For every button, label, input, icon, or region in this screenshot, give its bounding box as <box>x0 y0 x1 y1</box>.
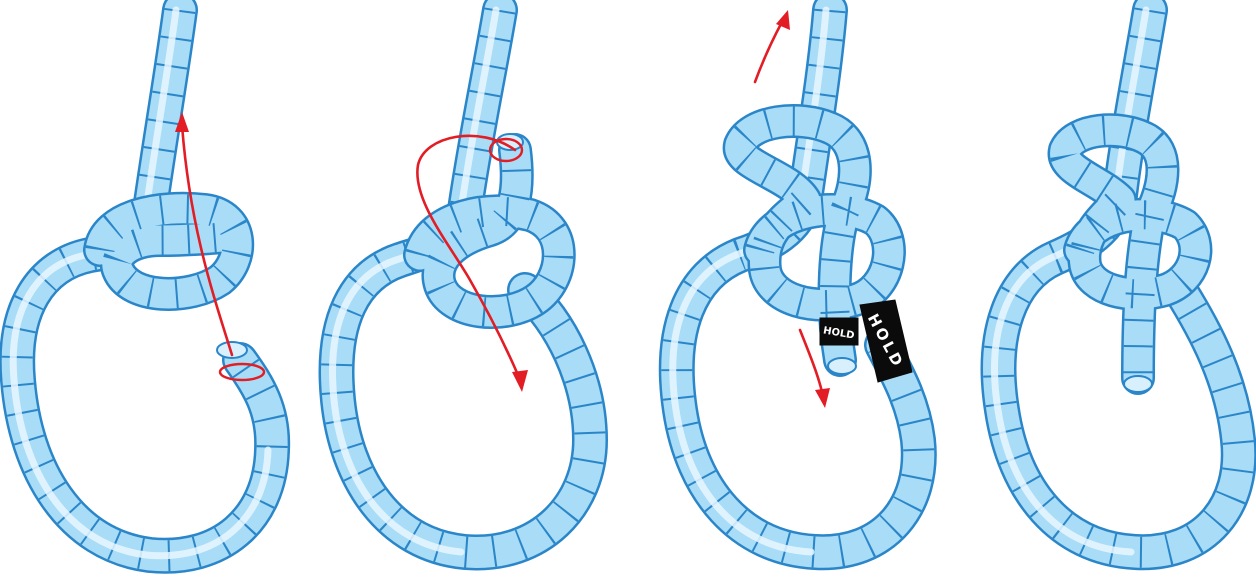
panel-step-3: HOLD HOLD <box>673 10 919 552</box>
rope <box>995 10 1239 552</box>
panel-step-2 <box>333 10 590 552</box>
panel-step-1 <box>13 10 272 556</box>
red-direction-arrow <box>755 10 790 82</box>
panel-step-4 <box>995 10 1239 552</box>
rope <box>333 10 590 552</box>
hold-band-working-end: HOLD <box>820 318 858 345</box>
rope <box>673 10 919 552</box>
rope <box>13 10 272 556</box>
rope-end <box>1124 376 1152 392</box>
rope-end <box>828 358 856 374</box>
